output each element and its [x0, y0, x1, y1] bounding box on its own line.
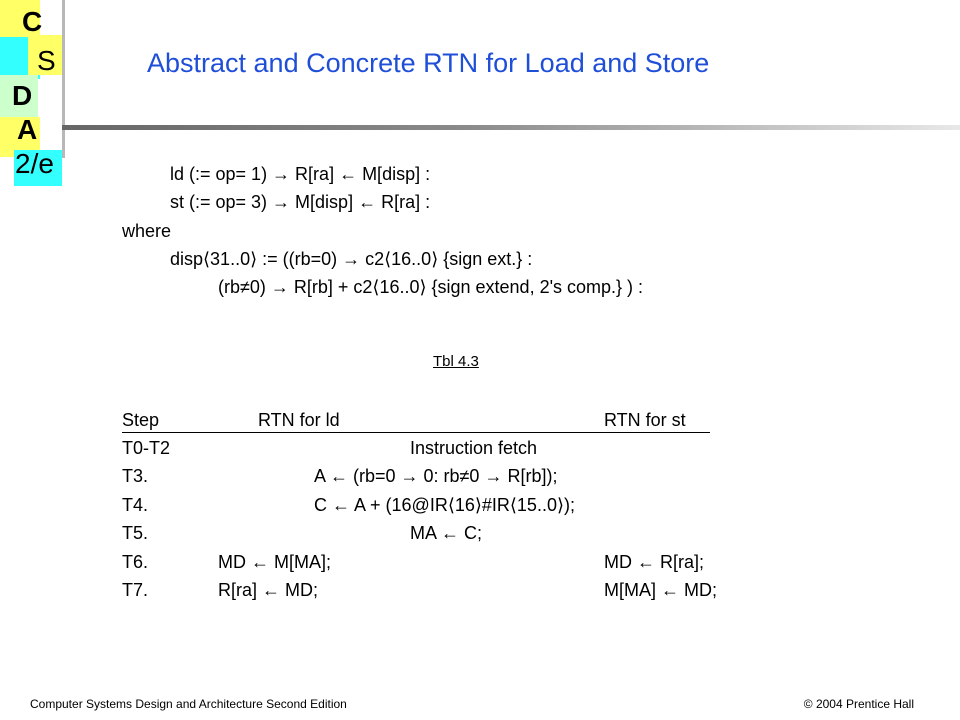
row-step: T6. — [122, 552, 149, 572]
row-step: T5. — [122, 523, 149, 543]
row-step: T7. — [122, 580, 149, 600]
row-shared: A ← (rb=0 → 0: rb≠0 → R[rb]); — [314, 466, 558, 486]
row-step: T0-T2 — [122, 438, 171, 458]
column-header-step: Step — [122, 410, 160, 430]
footer-right: © 2004 Prentice Hall — [803, 697, 914, 711]
row-shared: MA ← C; — [410, 523, 483, 543]
logo-letter-a: A — [17, 114, 38, 145]
table-caption: Tbl 4.3 — [433, 353, 479, 370]
row-st: MD ← R[ra]; — [604, 552, 705, 572]
logo-block-yellow — [0, 0, 40, 37]
logo-block-green — [0, 75, 38, 117]
logo-edition: 2/e — [15, 148, 54, 179]
logo-block-cyan-2 — [14, 150, 62, 186]
column-header-ld: RTN for ld — [258, 410, 340, 430]
row-shared: Instruction fetch — [410, 438, 538, 458]
logo-block-yellow-3 — [28, 35, 62, 75]
row-shared: C ← A + (16@IR⟨16⟩#IR⟨15..0⟩); — [314, 495, 575, 515]
row-st: M[MA] ← MD; — [604, 580, 717, 600]
header-horizontal-rule — [62, 125, 960, 130]
rtn-line-disp: disp⟨31..0⟩ := ((rb=0) → c2⟨16..0⟩ {sign… — [170, 249, 533, 269]
slide-title: Abstract and Concrete RTN for Load and S… — [147, 48, 710, 78]
rtn-line-ld: ld (:= op= 1) → R[ra] ← M[disp] : — [170, 164, 431, 184]
header-vertical-rule — [62, 0, 65, 158]
column-header-st: RTN for st — [604, 410, 686, 430]
row-step: T4. — [122, 495, 149, 515]
rtn-line-disp-cont: (rb≠0) → R[rb] + c2⟨16..0⟩ {sign extend,… — [218, 277, 644, 297]
logo-letter-d: D — [12, 80, 33, 111]
row-ld: MD ← M[MA]; — [218, 552, 331, 572]
rtn-line-st: st (:= op= 3) → M[disp] ← R[ra] : — [170, 192, 431, 212]
logo-letter-c: C — [22, 6, 43, 37]
row-step: T3. — [122, 466, 149, 486]
rtn-line-where: where — [122, 221, 172, 241]
header-underline — [122, 432, 710, 433]
logo-letter-s: S — [37, 45, 56, 76]
footer-left: Computer Systems Design and Architecture… — [30, 697, 347, 711]
row-ld: R[ra] ← MD; — [218, 580, 319, 600]
